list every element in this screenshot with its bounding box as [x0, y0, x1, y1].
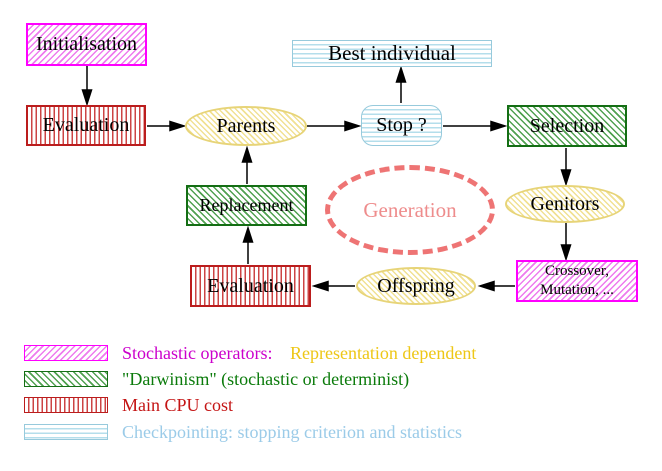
node-generation: Generation: [325, 165, 495, 255]
legend-text-stochastic: Stochastic operators:: [122, 342, 273, 363]
legend-label-checkpointing: Checkpointing: stopping criterion and st…: [122, 422, 462, 443]
legend-text-darwinism: "Darwinism" (stochastic or determinist): [122, 368, 410, 389]
node-genitors: Genitors: [505, 185, 625, 223]
node-replacement: Replacement: [186, 185, 307, 226]
legend-swatch-magenta-hatch: [24, 345, 108, 361]
legend-item-checkpointing: Checkpointing: stopping criterion and st…: [0, 422, 462, 442]
legend-item-stochastic-operators: Stochastic operators: Representation dep…: [0, 343, 476, 363]
legend-text-checkpointing: Checkpointing: stopping criterion and st…: [122, 421, 462, 442]
crossover-line2: Mutation, ...: [540, 282, 614, 298]
arrow-replacement-to-parents: [241, 145, 253, 184]
arrow-initialisation-to-evaluation: [81, 66, 93, 107]
legend-label-darwinism: "Darwinism" (stochastic or determinist): [122, 369, 409, 390]
legend-item-main-cpu-cost: Main CPU cost: [0, 395, 233, 415]
arrow-stop-to-selection: [443, 120, 508, 132]
arrow-evaluation-to-parents: [147, 120, 187, 132]
legend-text-representation: Representation dependent: [289, 342, 477, 363]
arrow-genitors-to-crossover: [560, 223, 572, 262]
legend-swatch-red-stripes: [24, 397, 108, 413]
node-parents: Parents: [185, 106, 307, 146]
legend-swatch-green-hatch: [24, 371, 108, 387]
node-offspring: Offspring: [356, 267, 476, 305]
crossover-mutation-label: Crossover, Mutation, ...: [540, 262, 614, 301]
crossover-line1: Crossover,: [545, 262, 609, 279]
arrow-evaluation-to-replacement: [242, 225, 254, 264]
legend-label-stochastic-operators: Stochastic operators: Representation dep…: [122, 343, 476, 364]
node-best-individual: Best individual: [292, 40, 492, 67]
node-crossover-mutation: Crossover, Mutation, ...: [516, 260, 638, 302]
arrow-selection-to-genitors: [560, 148, 572, 187]
node-evaluation-top: Evaluation: [26, 105, 146, 146]
arrow-parents-to-stop: [307, 120, 362, 132]
node-initialisation: Initialisation: [26, 23, 147, 66]
legend-item-darwinism: "Darwinism" (stochastic or determinist): [0, 369, 409, 389]
legend-text-main-cpu-cost: Main CPU cost: [122, 394, 234, 415]
arrow-crossover-to-offspring: [477, 280, 515, 292]
legend-label-main-cpu-cost: Main CPU cost: [122, 395, 233, 416]
arrow-stop-to-best-individual: [395, 65, 407, 103]
legend-swatch-cyan-stripes: [24, 424, 108, 440]
node-selection: Selection: [507, 105, 627, 147]
node-stop: Stop ?: [361, 105, 442, 146]
node-evaluation-bottom: Evaluation: [190, 265, 311, 307]
arrow-offspring-to-evaluation: [311, 280, 355, 292]
